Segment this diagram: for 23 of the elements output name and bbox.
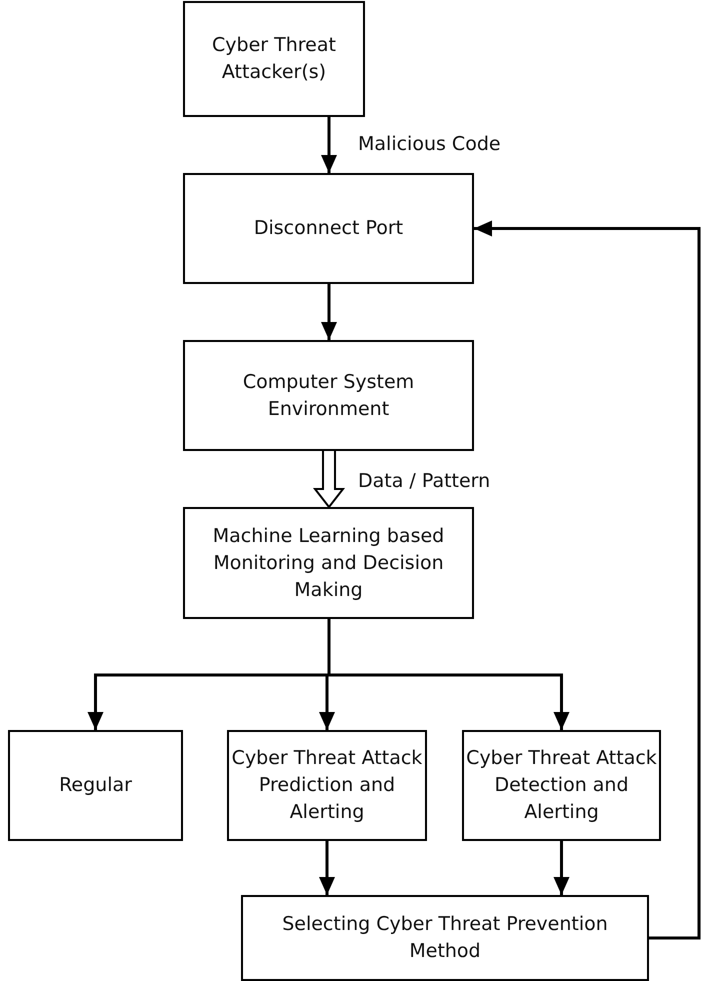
process-box bbox=[183, 507, 474, 619]
box-label: Cyber Threat Attacker(s) bbox=[211, 33, 337, 85]
process-box bbox=[241, 895, 649, 981]
process-box bbox=[8, 730, 183, 841]
box-label: Computer System Environment bbox=[242, 370, 416, 422]
hollow-arrow bbox=[312, 450, 346, 509]
arrow bbox=[328, 619, 570, 730]
box-label: Regular bbox=[58, 773, 133, 798]
box-label: Selecting Cyber Threat Prevention Method bbox=[281, 912, 609, 964]
process-box bbox=[183, 173, 474, 284]
arrow bbox=[474, 220, 700, 940]
process-box bbox=[227, 730, 427, 841]
arrow bbox=[319, 841, 335, 895]
process-box bbox=[462, 730, 661, 841]
box-label: Machine Learning based Monitoring and Decision Making bbox=[212, 524, 446, 602]
arrow bbox=[554, 841, 570, 895]
box-label: Cyber Threat Attack Prediction and Alerting bbox=[230, 746, 424, 825]
box-label: Disconnect Port bbox=[252, 216, 404, 241]
process-box bbox=[183, 1, 365, 117]
arrow bbox=[321, 117, 337, 173]
arrow bbox=[321, 284, 337, 340]
box-label: Cyber Threat Attack Detection and Alerting bbox=[465, 746, 658, 825]
process-box bbox=[183, 340, 474, 451]
